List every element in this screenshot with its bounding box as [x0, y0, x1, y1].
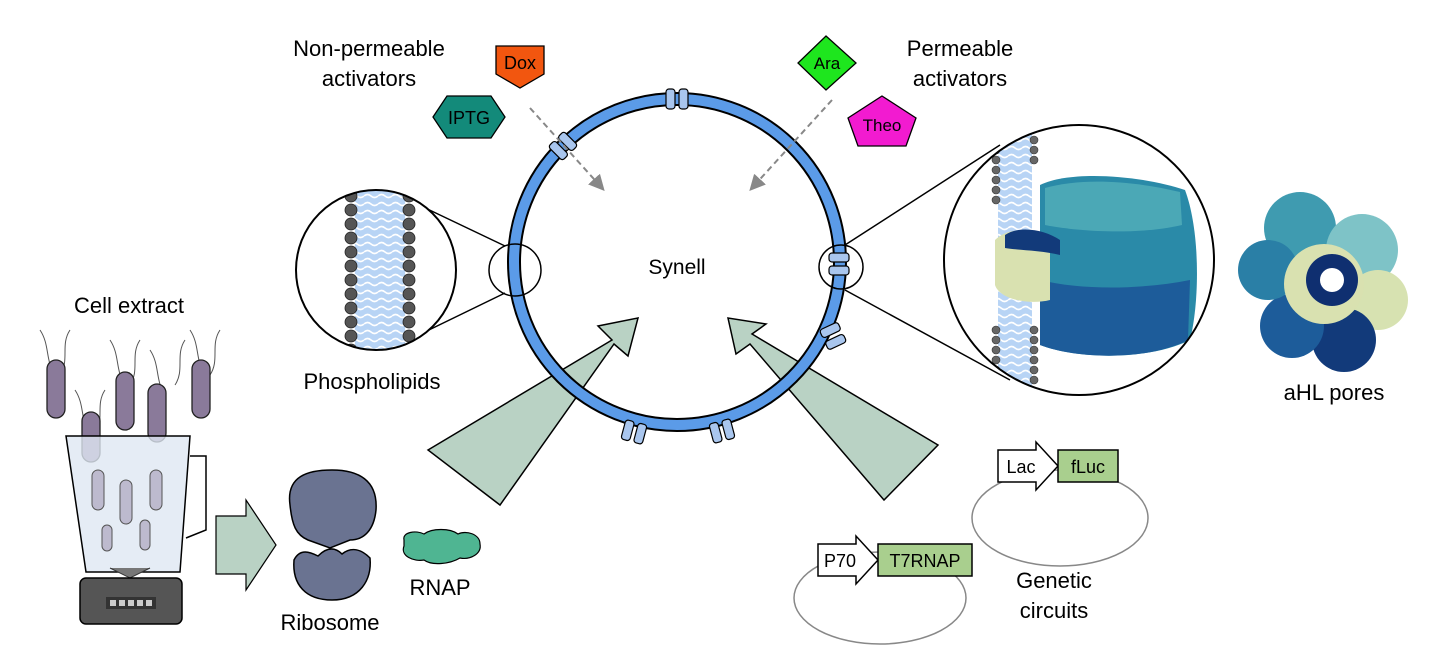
ara-activator: Ara	[797, 35, 857, 91]
permeable-title: Permeable	[907, 36, 1013, 61]
membrane-pore	[548, 131, 578, 161]
right-big-arrow	[727, 317, 940, 502]
membrane-pore	[620, 419, 648, 445]
p70-promoter	[817, 534, 880, 586]
rnap-label: RNAP	[409, 575, 470, 600]
plasmid-2: P70 T7RNAP	[793, 534, 973, 645]
ribosome-label: Ribosome	[280, 610, 379, 635]
svg-text:fLuc: fLuc	[1071, 457, 1105, 477]
zoom-marker-left	[488, 243, 542, 297]
svg-text:Dox: Dox	[504, 53, 536, 73]
cell-extract-label: Cell extract	[74, 293, 184, 318]
permeable-title-2: activators	[913, 66, 1007, 91]
dox-activator: Dox	[495, 45, 545, 89]
svg-text:Ara: Ara	[814, 54, 841, 73]
iptg-activator: IPTG	[432, 95, 506, 139]
membrane-pore	[708, 418, 736, 444]
ahl-pore-zoom	[943, 124, 1215, 396]
rnap-icon	[402, 528, 481, 565]
svg-text:Lac: Lac	[1006, 457, 1035, 477]
membrane-pore	[819, 322, 847, 350]
membrane-pore	[828, 252, 850, 276]
ahl-pores-label: aHL pores	[1284, 380, 1385, 405]
center-label: Synell	[648, 256, 705, 279]
phospholipids-label: Phospholipids	[304, 369, 441, 394]
non-permeable-arrow	[529, 107, 605, 191]
svg-text:Theo: Theo	[863, 116, 902, 135]
plasmid-1: Lac fLuc	[971, 440, 1149, 567]
non-permeable-title: Non-permeable	[293, 36, 445, 61]
svg-text:IPTG: IPTG	[448, 108, 490, 128]
zoom-marker-right	[818, 244, 864, 290]
lac-promoter	[997, 440, 1060, 492]
svg-text:T7RNAP: T7RNAP	[889, 551, 960, 571]
ribosome-icon	[288, 469, 377, 601]
membrane-pore	[665, 88, 689, 110]
non-permeable-title-2: activators	[322, 66, 416, 91]
extract-arrow	[215, 498, 277, 592]
theo-activator: Theo	[847, 95, 917, 147]
svg-text:P70: P70	[824, 551, 856, 571]
phospholipid-zoom	[295, 189, 457, 351]
blender	[65, 435, 207, 625]
t7rnap-gene	[877, 543, 973, 577]
left-big-arrow	[426, 317, 640, 507]
genetic-circuits-label-2: circuits	[1020, 598, 1088, 623]
genetic-circuits-label: Genetic	[1016, 568, 1092, 593]
fluc-gene	[1057, 449, 1119, 483]
ahl-pore-top-view	[1238, 192, 1408, 372]
